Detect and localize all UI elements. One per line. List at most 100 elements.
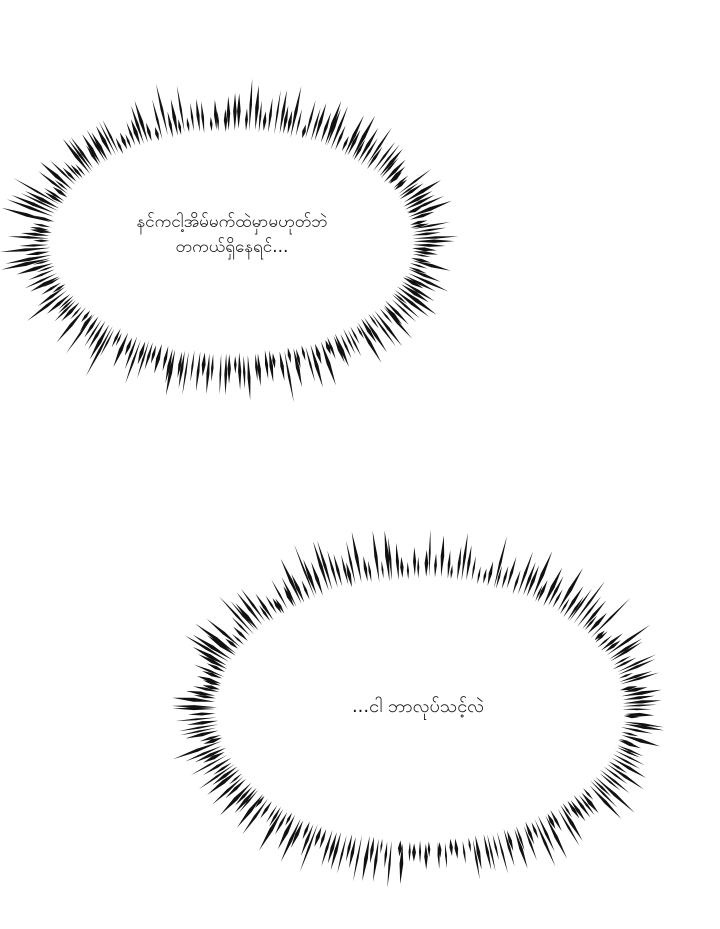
burst-spike — [124, 336, 138, 370]
burst-spike — [212, 766, 238, 786]
burst-spike — [63, 161, 81, 180]
burst-spike — [411, 247, 437, 252]
burst-spike — [623, 714, 640, 719]
burst-spike — [34, 215, 55, 222]
burst-spike — [310, 344, 323, 388]
burst-spike — [32, 223, 51, 228]
burst-spike — [190, 754, 228, 776]
burst-spike — [180, 727, 217, 736]
burst-spike — [206, 618, 241, 648]
burst-spike — [1, 207, 52, 223]
burst-spike — [461, 532, 468, 581]
burst-spike — [471, 555, 476, 581]
burst-spike — [119, 132, 128, 150]
burst-spike — [381, 560, 384, 579]
burst-spike — [327, 336, 336, 360]
burst-spike — [225, 638, 239, 649]
burst-spike — [172, 741, 222, 760]
burst-spike — [374, 310, 403, 347]
burst-spike — [327, 550, 338, 588]
burst-spike — [614, 750, 646, 766]
burst-spike — [398, 168, 432, 194]
burst-spike — [327, 108, 342, 146]
burst-spike — [324, 100, 342, 146]
burst-spike — [30, 276, 60, 292]
burst-spike — [360, 137, 378, 166]
burst-spike — [409, 263, 428, 269]
burst-spike — [209, 116, 213, 132]
burst-spike — [594, 630, 605, 641]
burst-spike — [224, 353, 228, 396]
burst-spike — [493, 535, 508, 589]
burst-spike — [612, 657, 637, 670]
burst-spike — [41, 282, 62, 295]
burst-spike — [424, 843, 428, 870]
burst-spike — [363, 556, 368, 582]
bubble-2-line-1: ...ငါ ဘာလုပ်သင့်လဲ — [351, 696, 485, 717]
burst-spike — [312, 541, 329, 591]
burst-spike — [605, 640, 621, 652]
burst-spike — [115, 137, 124, 155]
burst-spike — [412, 260, 451, 271]
burst-spike — [395, 542, 399, 581]
burst-spike — [310, 107, 321, 141]
burst-spike — [258, 604, 271, 621]
burst-spike — [376, 144, 400, 174]
burst-spike — [199, 734, 222, 742]
burst-spike — [126, 122, 136, 146]
burst-spike — [82, 134, 101, 164]
burst-spike — [238, 352, 242, 390]
burst-spike — [190, 102, 194, 132]
burst-spike — [201, 101, 205, 134]
burst-spike — [346, 540, 356, 585]
burst-spike — [165, 348, 173, 383]
burst-spike — [557, 567, 583, 612]
burst-spike — [384, 305, 403, 325]
thought-burst-bubble-2 — [171, 529, 664, 888]
burst-spike — [410, 220, 428, 225]
burst-spike — [412, 253, 431, 258]
burst-spike — [449, 838, 453, 856]
burst-spike — [255, 85, 259, 130]
burst-spike — [236, 592, 263, 625]
burst-spike — [192, 686, 220, 692]
burst-spike — [154, 343, 162, 374]
burst-spike — [501, 565, 509, 589]
burst-spike — [43, 277, 61, 288]
burst-spike — [255, 795, 265, 809]
burst-spike — [340, 333, 352, 359]
burst-spike — [612, 754, 641, 769]
burst-spike — [257, 353, 261, 386]
burst-spike — [137, 340, 150, 379]
burst-spike — [595, 776, 635, 813]
burst-spike — [389, 172, 402, 184]
burst-spike — [88, 321, 106, 350]
burst-spike — [220, 782, 252, 816]
burst-spike — [599, 769, 630, 794]
burst-spike — [178, 118, 182, 135]
burst-spike — [477, 566, 481, 585]
burst-spike — [231, 616, 250, 636]
burst-spike — [619, 686, 638, 691]
burst-spike — [567, 800, 580, 819]
burst-spike — [264, 350, 269, 379]
burst-spike — [557, 808, 580, 847]
burst-spike — [353, 835, 362, 882]
burst-spike — [391, 299, 417, 322]
burst-spike — [468, 837, 471, 853]
burst-spike — [412, 243, 446, 247]
burst-spike — [618, 672, 634, 679]
burst-spike — [130, 119, 141, 146]
burst-spike — [560, 598, 570, 615]
burst-spike — [344, 115, 364, 156]
burst-spike — [404, 275, 436, 292]
burst-spike — [124, 337, 133, 356]
burst-spike — [475, 835, 482, 870]
burst-spike — [403, 190, 433, 207]
burst-spike — [70, 306, 82, 320]
burst-spike — [618, 740, 642, 749]
burst-spike — [294, 544, 316, 599]
burst-spike — [496, 831, 509, 874]
burst-spike — [62, 167, 77, 182]
